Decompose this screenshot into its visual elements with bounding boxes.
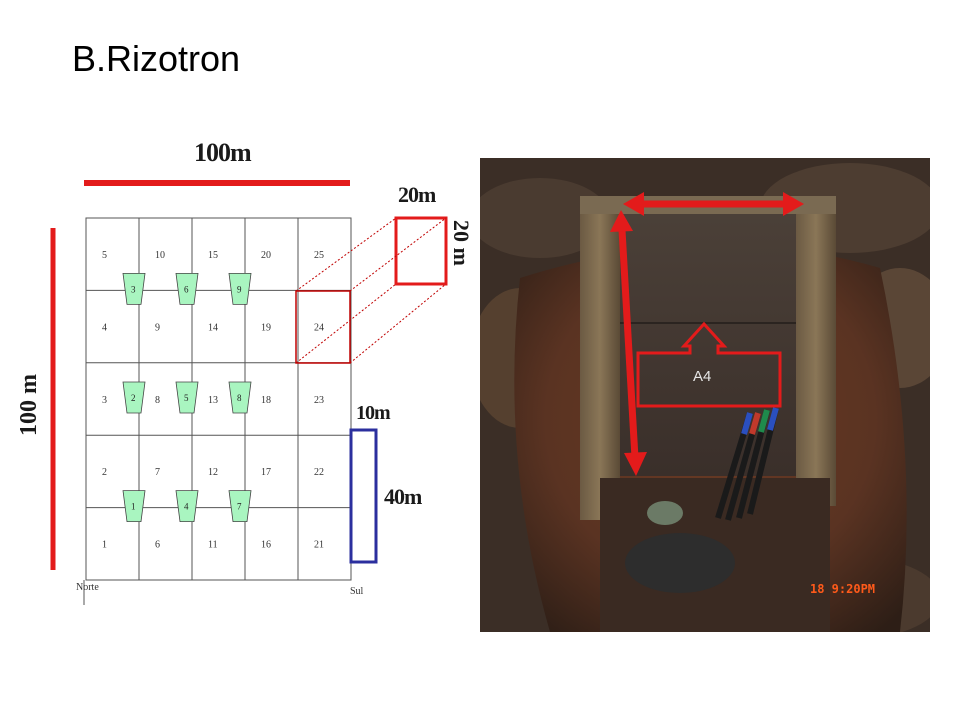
a4-window-label: A4 xyxy=(693,368,712,385)
plot-cell-number: 24 xyxy=(314,322,324,333)
plot-cell-number: 13 xyxy=(208,395,218,406)
plot-cell-number: 2 xyxy=(102,467,107,478)
plot-cell-number: 7 xyxy=(155,467,160,478)
rhizotron-marker: 3 xyxy=(122,272,146,305)
rhizotron-marker-number: 3 xyxy=(131,284,136,294)
plot-cell-number: 11 xyxy=(208,540,218,551)
plot-cell-number: 3 xyxy=(102,395,107,406)
rhizotron-marker: 8 xyxy=(228,381,252,414)
frame-left-post xyxy=(580,200,620,520)
pen-cap xyxy=(741,412,753,435)
plot-cell-number: 25 xyxy=(314,250,324,261)
zoom-connector-line xyxy=(349,217,447,292)
headlamp-light xyxy=(647,501,683,525)
rhizotron-marker-shape xyxy=(122,381,146,414)
south-label: Sul xyxy=(350,586,364,597)
leaf-litter xyxy=(480,178,610,258)
rhizotron-marker-number: 9 xyxy=(237,284,242,294)
plot-cell-number: 12 xyxy=(208,467,218,478)
plot-cell-number: 16 xyxy=(261,540,271,551)
plot-cell-number: 15 xyxy=(208,250,218,261)
height-arrow-head-top xyxy=(610,210,633,232)
width-arrow-head-right xyxy=(783,192,804,216)
photo-timestamp: 18 9:20PM xyxy=(810,582,876,596)
left-height-label: 100 m xyxy=(16,374,42,436)
plot-cell-number: 20 xyxy=(261,250,271,261)
pen-cap xyxy=(767,407,779,431)
plot-cell-number: 14 xyxy=(208,322,218,333)
rhizotron-size-box xyxy=(349,428,378,564)
grid-outline xyxy=(85,217,352,581)
rhizotron-marker-number: 5 xyxy=(184,393,189,403)
rhizotron-marker-shape xyxy=(122,272,146,305)
slide-title: B.Rizotron xyxy=(72,38,241,79)
zoom-height-label: 20 m xyxy=(449,220,474,266)
zoom-width-label: 20m xyxy=(398,182,436,207)
rhizotron-marker-shape xyxy=(175,381,199,414)
rhizotron-marker: 1 xyxy=(122,490,146,522)
a4-outline xyxy=(636,321,782,408)
rhizotron-marker-shape xyxy=(175,272,199,305)
rhizotron-marker-number: 4 xyxy=(184,502,189,512)
plot-cell-number: 9 xyxy=(155,322,160,333)
zoom-connector-line xyxy=(295,217,397,292)
rhizotron-marker-number: 1 xyxy=(131,502,136,512)
rhizotron-marker-number: 6 xyxy=(184,284,189,294)
plot-cell-number: 21 xyxy=(314,540,324,551)
pen-cap xyxy=(758,409,770,433)
photo-illustration xyxy=(480,158,930,632)
plot-cell-number: 5 xyxy=(102,250,107,261)
rhizotron-width-label: 10m xyxy=(356,402,391,424)
plot-cell-number: 17 xyxy=(261,467,271,478)
rhizotron-marker: 6 xyxy=(175,272,199,305)
rhizotron-marker-shape xyxy=(228,490,252,522)
rhizotron-marker: 4 xyxy=(175,490,199,522)
rhizotron-marker-shape xyxy=(122,490,146,522)
plot-cell-number: 8 xyxy=(155,395,160,406)
rhizotron-height-label: 40m xyxy=(384,484,422,509)
rhizotron-marker-shape xyxy=(228,272,252,305)
plot-cell-number: 1 xyxy=(102,540,107,551)
plot-cell-number: 19 xyxy=(261,322,271,333)
rhizotron-marker-number: 8 xyxy=(237,393,242,403)
rhizotron-marker: 5 xyxy=(175,381,199,414)
rhizotron-marker: 2 xyxy=(122,381,146,414)
rhizotron-marker-shape xyxy=(175,490,199,522)
plot-cell-number: 22 xyxy=(314,467,324,478)
zoom-connector-line xyxy=(349,283,447,364)
highlight-subplot xyxy=(295,290,351,364)
plot-cell-number: 18 xyxy=(261,395,271,406)
pen-cap xyxy=(749,412,761,435)
top-width-label: 100m xyxy=(194,138,252,167)
width-arrow-head-left xyxy=(623,192,644,216)
dimension-arrows xyxy=(610,192,804,476)
frame-right-post xyxy=(796,206,836,506)
north-label: Norte xyxy=(76,582,99,593)
rhizotron-marker-shape xyxy=(228,381,252,414)
rhizotron-marker: 7 xyxy=(228,490,252,522)
glass-window xyxy=(620,214,796,476)
rhizotron-marker: 9 xyxy=(228,272,252,305)
plot-cell-number: 6 xyxy=(155,540,160,551)
plot-cell-number: 4 xyxy=(102,322,107,333)
plot-cell-number: 10 xyxy=(155,250,165,261)
height-arrow-shaft xyxy=(618,229,639,459)
height-arrow-head-bottom xyxy=(624,452,647,476)
zoom-subplot-box xyxy=(394,216,448,286)
rhizotron-marker-number: 7 xyxy=(237,502,242,512)
rhizotron-photo: A4 18 9:20PM xyxy=(480,158,930,632)
plot-cell-number: 23 xyxy=(314,395,324,406)
pens xyxy=(715,407,779,521)
rhizotron-marker-number: 2 xyxy=(131,393,136,403)
zoom-connector-line xyxy=(295,283,397,364)
headlamp xyxy=(625,533,735,593)
